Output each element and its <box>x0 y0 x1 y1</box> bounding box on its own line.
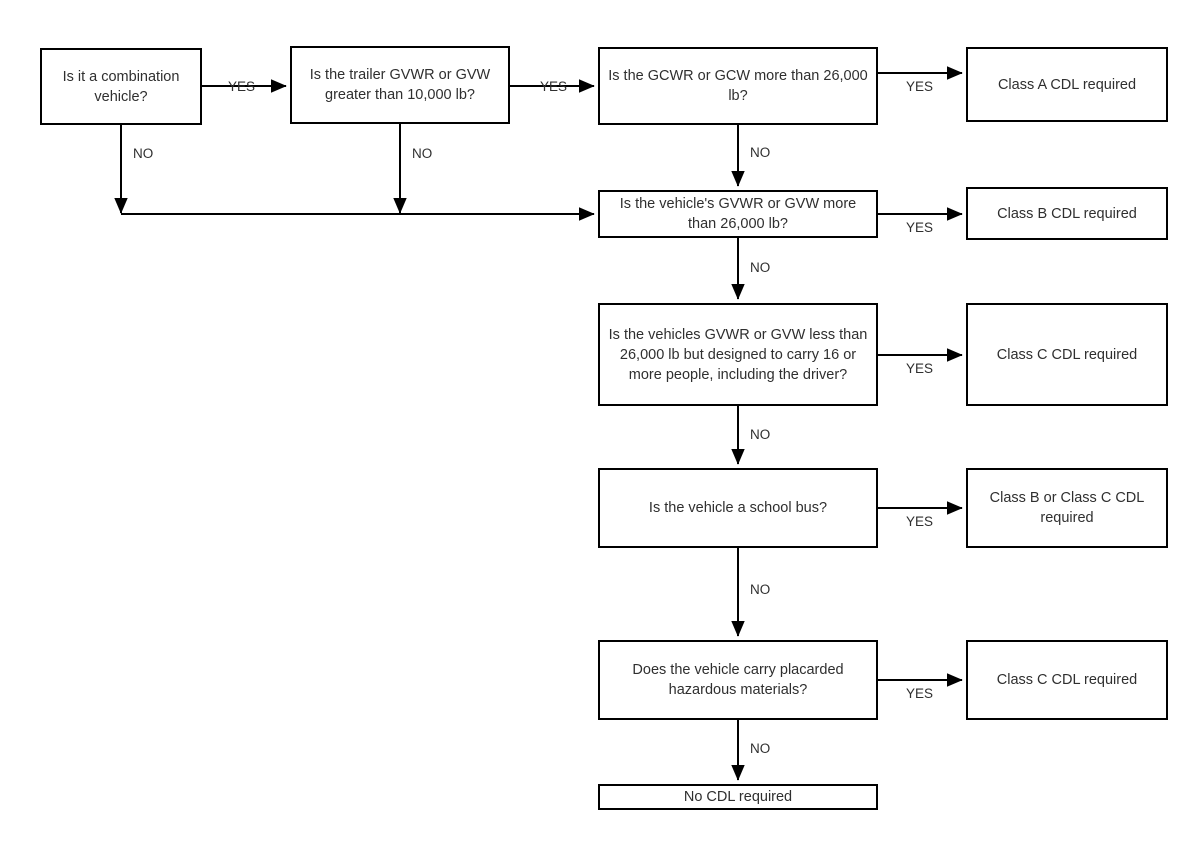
edge-label-vehicle-gvwr-no: NO <box>750 260 771 275</box>
node-q-trailer-gvwr-label: Is the trailer GVWR or GVW greater than … <box>309 67 491 103</box>
node-result-class-a[interactable]: Class A CDL required <box>966 47 1168 122</box>
node-result-class-b[interactable]: Class B CDL required <box>966 187 1168 240</box>
node-q-sixteen-people-label: Is the vehicles GVWR or GVW less than 26… <box>608 326 868 383</box>
edge-label-hazmat-no: NO <box>750 741 771 756</box>
node-q-combination-vehicle-label: Is it a combination vehicle? <box>62 68 180 105</box>
node-result-class-a-label: Class A CDL required <box>997 76 1137 93</box>
node-result-class-c-people[interactable]: Class C CDL required <box>966 303 1168 406</box>
node-result-no-cdl[interactable]: No CDL required <box>598 784 878 810</box>
edge-label-gcwr-yes: YES <box>906 79 934 94</box>
edge-label-school-bus-yes: YES <box>906 514 934 529</box>
node-q-school-bus-label: Is the vehicle a school bus? <box>648 500 828 516</box>
node-q-gcwr[interactable]: Is the GCWR or GCW more than 26,000 lb? <box>598 47 878 125</box>
edge-label-hazmat-yes: YES <box>906 686 934 701</box>
edge-label-combination-no: NO <box>133 146 154 161</box>
node-result-class-c-hazmat-label: Class C CDL required <box>996 672 1138 688</box>
node-q-gcwr-label: Is the GCWR or GCW more than 26,000 lb? <box>608 68 868 104</box>
edge-label-school-bus-no: NO <box>750 582 771 597</box>
node-q-school-bus[interactable]: Is the vehicle a school bus? <box>598 468 878 548</box>
node-q-vehicle-gvwr[interactable]: Is the vehicle's GVWR or GVW more than 2… <box>598 190 878 238</box>
node-result-class-b-or-c-label: Class B or Class C CDL required <box>989 490 1145 526</box>
edge-label-vehicle-gvwr-yes: YES <box>906 220 934 235</box>
edge-label-trailer-yes: YES <box>540 79 568 94</box>
node-result-class-b-or-c[interactable]: Class B or Class C CDL required <box>966 468 1168 548</box>
node-result-class-b-label: Class B CDL required <box>997 205 1137 222</box>
node-q-trailer-gvwr[interactable]: Is the trailer GVWR or GVW greater than … <box>290 46 510 124</box>
edge-label-trailer-no: NO <box>412 146 433 161</box>
node-q-vehicle-gvwr-label: Is the vehicle's GVWR or GVW more than 2… <box>619 196 857 232</box>
edge-label-combination-yes: YES <box>228 79 256 94</box>
node-result-no-cdl-label: No CDL required <box>683 789 793 805</box>
edge-label-sixteen-people-no: NO <box>750 427 771 442</box>
node-result-class-c-hazmat[interactable]: Class C CDL required <box>966 640 1168 720</box>
edge-label-gcwr-no: NO <box>750 145 771 160</box>
node-q-combination-vehicle[interactable]: Is it a combination vehicle? <box>40 48 202 125</box>
edge-label-sixteen-people-yes: YES <box>906 361 934 376</box>
node-q-sixteen-people[interactable]: Is the vehicles GVWR or GVW less than 26… <box>598 303 878 406</box>
node-result-class-c-people-label: Class C CDL required <box>996 346 1138 363</box>
node-q-hazmat-label: Does the vehicle carry placarded hazardo… <box>632 662 844 698</box>
node-q-hazmat[interactable]: Does the vehicle carry placarded hazardo… <box>598 640 878 720</box>
